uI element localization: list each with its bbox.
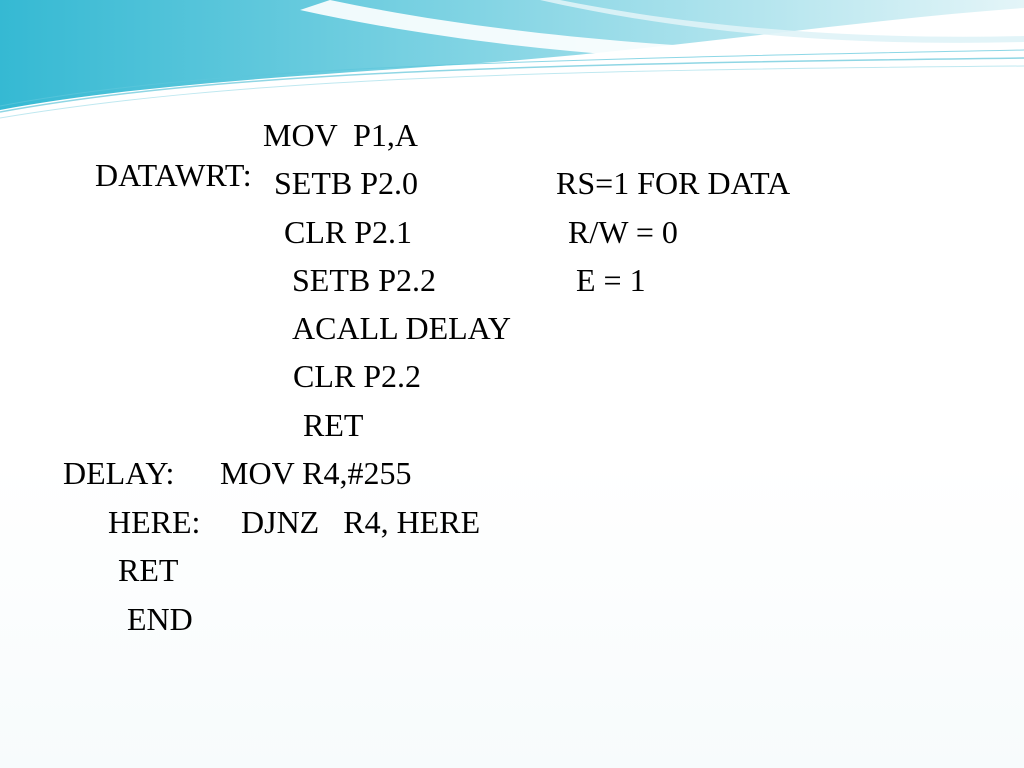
instruction-end: END [127, 601, 193, 637]
comment-rs: RS=1 FOR DATA [556, 165, 791, 201]
code-line-datawrt: DATAWRT: [63, 115, 252, 235]
instruction-mov-r4: MOV R4,#255 [220, 455, 412, 491]
label-datawrt: DATAWRT: [95, 157, 252, 193]
instruction-ret-2: RET [118, 552, 179, 588]
instruction-clr-p21: CLR P2.1 [284, 214, 413, 250]
instruction-setb-p22: SETB P2.2 [292, 262, 437, 298]
instruction-acall-delay: ACALL DELAY [292, 310, 511, 346]
instruction-mov-p1: MOV P1,A [263, 117, 418, 153]
instruction-setb-p20: SETB P2.0 [274, 165, 419, 201]
label-here: HERE: [108, 504, 201, 540]
header-wave-decoration [0, 0, 1024, 119]
comment-e: E = 1 [576, 262, 646, 298]
instruction-djnz: DJNZ R4, HERE [241, 504, 481, 540]
instruction-ret-1: RET [303, 407, 364, 443]
comment-rw: R/W = 0 [568, 214, 678, 250]
label-delay: DELAY: [63, 455, 175, 491]
instruction-clr-p22: CLR P2.2 [293, 358, 422, 394]
